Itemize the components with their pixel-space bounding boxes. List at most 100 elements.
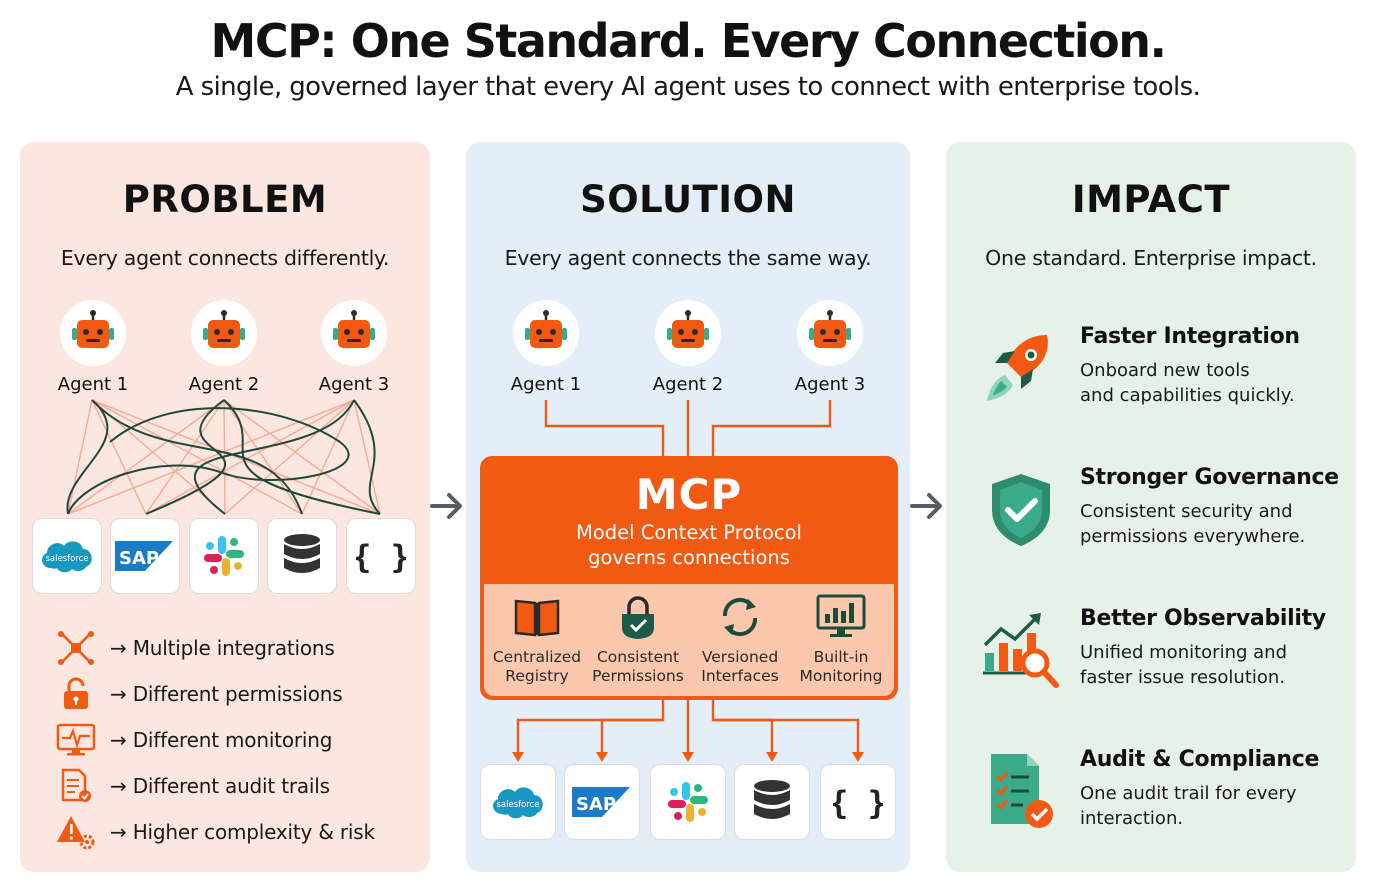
book-icon: [485, 592, 589, 642]
robot-icon: [655, 300, 721, 366]
agent-label: Agent 3: [794, 374, 866, 395]
tool-database: [734, 764, 810, 840]
agent-label: Agent 1: [510, 374, 582, 395]
issue-text: → Different permissions: [110, 682, 343, 706]
feature-label: Versioned Interfaces: [701, 648, 779, 685]
rocket-icon: [976, 324, 1066, 414]
robot-icon: [321, 300, 387, 366]
solution-agent-1: Agent 1: [501, 300, 591, 395]
solution-agent-2: Agent 2: [643, 300, 733, 395]
impact-description: Onboard new tools and capabilities quick…: [1080, 360, 1295, 406]
agent-label: Agent 2: [188, 374, 260, 395]
impact-description: Unified monitoring and faster issue reso…: [1080, 642, 1287, 688]
feature-centralized-registry: Centralized Registry: [485, 592, 589, 686]
issue-item: → Multiple integrations: [54, 630, 335, 666]
svg-text:salesforce: salesforce: [45, 554, 88, 564]
sap-logo: SAP: [572, 787, 630, 817]
agent-label: Agent 3: [318, 374, 390, 395]
impact-item-faster-integration: Faster Integration Onboard new tools and…: [976, 324, 1336, 434]
tangled-connections: [66, 399, 381, 515]
audit-doc-icon: [54, 768, 98, 804]
database-icon: [754, 780, 790, 819]
problem-agent-2: Agent 2: [179, 300, 269, 395]
salesforce-logo: salesforce: [42, 541, 92, 573]
problem-panel: PROBLEM Every agent connects differently…: [20, 142, 430, 872]
solution-heading: SOLUTION: [580, 178, 796, 221]
impact-subheading: One standard. Enterprise impact.: [985, 246, 1317, 270]
api-braces-icon: { }: [356, 538, 406, 576]
solution-panel: SOLUTION Every agent connects the same w…: [466, 142, 910, 872]
mcp-description-line: Model Context Protocol: [576, 521, 802, 544]
chart-magnifier-icon: [976, 606, 1066, 696]
issue-item: → Different permissions: [54, 676, 343, 712]
slack-logo: [204, 536, 244, 576]
issue-item: → Different monitoring: [54, 722, 332, 758]
tool-api: { }: [820, 764, 896, 840]
tool-salesforce: salesforce: [480, 764, 556, 840]
monitor-icon: [54, 722, 98, 758]
solution-connectors: [512, 400, 864, 762]
robot-icon: [191, 300, 257, 366]
issue-item: → Different audit trails: [54, 768, 330, 804]
sap-logo: SAP: [115, 541, 173, 571]
issue-item: → Higher complexity & risk: [54, 814, 375, 850]
svg-text:{ }: { }: [356, 538, 406, 576]
unlocked-icon: [54, 676, 98, 712]
impact-item-audit-compliance: Audit & Compliance One audit trail for e…: [976, 747, 1336, 857]
feature-label: Consistent Permissions: [592, 648, 684, 685]
feature-versioned-interfaces: Versioned Interfaces: [688, 592, 792, 686]
tool-sap: SAP: [110, 518, 180, 594]
issue-text: → Multiple integrations: [110, 636, 335, 660]
refresh-icon: [688, 592, 792, 642]
problem-subheading: Every agent connects differently.: [60, 246, 390, 270]
solution-agent-3: Agent 3: [785, 300, 875, 395]
mcp-description-line: governs connections: [588, 546, 790, 569]
problem-heading: PROBLEM: [122, 178, 328, 221]
tool-sap: SAP: [564, 764, 640, 840]
mcp-box: MCP Model Context Protocol governs conne…: [480, 456, 898, 700]
issue-text: → Different audit trails: [110, 774, 330, 798]
chart-monitor-icon: [789, 592, 893, 642]
mcp-features: Centralized Registry Consistent Permissi…: [484, 584, 894, 696]
impact-title: Faster Integration: [1080, 324, 1300, 349]
tool-database: [267, 518, 337, 594]
database-icon: [284, 534, 320, 573]
tool-slack: [650, 764, 726, 840]
solution-subheading: Every agent connects the same way.: [504, 246, 872, 270]
impact-heading: IMPACT: [1071, 178, 1231, 221]
svg-text:SAP: SAP: [576, 794, 616, 815]
svg-text:salesforce: salesforce: [496, 800, 539, 810]
issue-text: → Different monitoring: [110, 728, 333, 752]
svg-text:{ }: { }: [833, 784, 883, 822]
impact-item-better-observability: Better Observability Unified monitoring …: [976, 606, 1336, 716]
feature-label: Built-in Monitoring: [799, 648, 883, 685]
lock-icon: [586, 592, 690, 642]
page-subtitle: A single, governed layer that every AI a…: [175, 72, 1201, 102]
tool-salesforce: salesforce: [32, 518, 102, 594]
page-title: MCP: One Standard. Every Connection.: [210, 14, 1167, 68]
checklist-icon: [976, 747, 1066, 837]
integrations-icon: [54, 630, 98, 666]
robot-icon: [513, 300, 579, 366]
impact-title: Stronger Governance: [1080, 465, 1339, 490]
impact-title: Audit & Compliance: [1080, 747, 1320, 772]
agent-label: Agent 1: [57, 374, 129, 395]
slack-logo: [668, 782, 708, 822]
feature-consistent-permissions: Consistent Permissions: [586, 592, 690, 686]
impact-title: Better Observability: [1080, 606, 1326, 631]
robot-icon: [60, 300, 126, 366]
tool-api: { }: [346, 518, 416, 594]
feature-built-in-monitoring: Built-in Monitoring: [789, 592, 893, 686]
warning-gear-icon: [54, 814, 98, 850]
tool-slack: [189, 518, 259, 594]
api-braces-icon: { }: [833, 784, 883, 822]
impact-description: One audit trail for every interaction.: [1080, 783, 1297, 829]
salesforce-logo: salesforce: [493, 787, 543, 819]
impact-description: Consistent security and permissions ever…: [1080, 501, 1306, 547]
impact-panel: IMPACT One standard. Enterprise impact. …: [946, 142, 1356, 872]
problem-agent-1: Agent 1: [48, 300, 138, 395]
mcp-title: MCP: [635, 470, 743, 519]
feature-label: Centralized Registry: [492, 648, 582, 685]
shield-check-icon: [976, 465, 1066, 555]
robot-icon: [797, 300, 863, 366]
